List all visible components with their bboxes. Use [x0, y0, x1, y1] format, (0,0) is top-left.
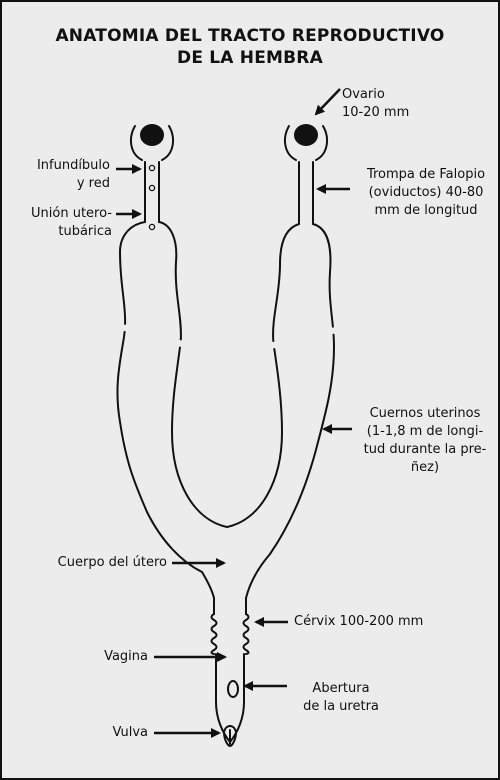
label-ovario-line1: Ovario — [342, 87, 385, 102]
vagina-right-wall — [229, 653, 245, 743]
right-horn-inner-wall — [226, 223, 300, 528]
cervix-left-wall — [210, 613, 218, 655]
urethral-opening — [227, 680, 239, 698]
oviduct-dot-2 — [148, 184, 156, 192]
label-vagina: Vagina — [104, 649, 148, 664]
cervix-right-wall — [242, 613, 250, 655]
left-ovary — [140, 124, 164, 146]
left-infundibulum-cup-right — [161, 125, 175, 161]
left-horn-outer-wall — [116, 221, 215, 599]
label-trompa-line1: Trompa de Falopio — [366, 167, 486, 182]
label-cervix: Cérvix 100-200 mm — [294, 614, 424, 629]
oviduct-dot-1 — [148, 164, 156, 172]
label-infundibulo-line2: y red — [76, 176, 110, 191]
arrow-ovario — [314, 88, 341, 116]
title-line-1: ANATOMIA DEL TRACTO REPRODUCTIVO — [55, 26, 445, 46]
label-vulva: Vulva — [112, 725, 148, 740]
label-abertura-line1: Abertura — [312, 681, 370, 696]
label-ovario-line2: 10-20 mm — [342, 105, 410, 120]
title-line-2: DE LA HEMBRA — [177, 48, 323, 68]
label-abertura: Abertura de la uretra — [286, 680, 396, 716]
right-infundibulum-cup — [283, 125, 297, 161]
vulva-outline — [223, 725, 237, 747]
label-trompa-line2: (oviductos) 40-80 — [368, 185, 484, 200]
right-infundibulum-cup-right — [315, 125, 329, 161]
label-trompa-line3: mm de longitud — [374, 203, 478, 218]
label-abertura-line2: de la uretra — [303, 699, 379, 714]
label-cuerpo: Cuerpo del útero — [57, 555, 167, 570]
label-union: Unión utero- tubárica — [31, 205, 112, 241]
label-ovario: Ovario 10-20 mm — [342, 86, 409, 122]
label-cuernos-line1: Cuernos uterinos — [369, 406, 481, 421]
label-cuernos-line2: (1-1,8 m de longi- — [366, 424, 484, 439]
label-union-line1: Unión utero- — [31, 206, 112, 221]
label-cuernos: Cuernos uterinos (1-1,8 m de longi- tud … — [352, 405, 498, 477]
label-cuernos-line3: tud durante la pre- — [363, 442, 487, 457]
label-cuernos-line4: ñez) — [410, 460, 440, 475]
label-union-line2: tubárica — [58, 224, 112, 239]
right-horn-outer-wall — [245, 223, 335, 599]
right-ovary — [294, 124, 318, 146]
label-infundibulo: Infundíbulo y red — [37, 157, 110, 193]
left-horn-inner-wall — [158, 221, 228, 528]
left-infundibulum-cup — [129, 125, 143, 161]
vagina-left-wall — [215, 653, 231, 743]
label-infundibulo-line1: Infundíbulo — [36, 158, 110, 173]
label-trompa: Trompa de Falopio (oviductos) 40-80 mm d… — [354, 166, 498, 220]
utero-tubal-dot — [148, 223, 156, 231]
